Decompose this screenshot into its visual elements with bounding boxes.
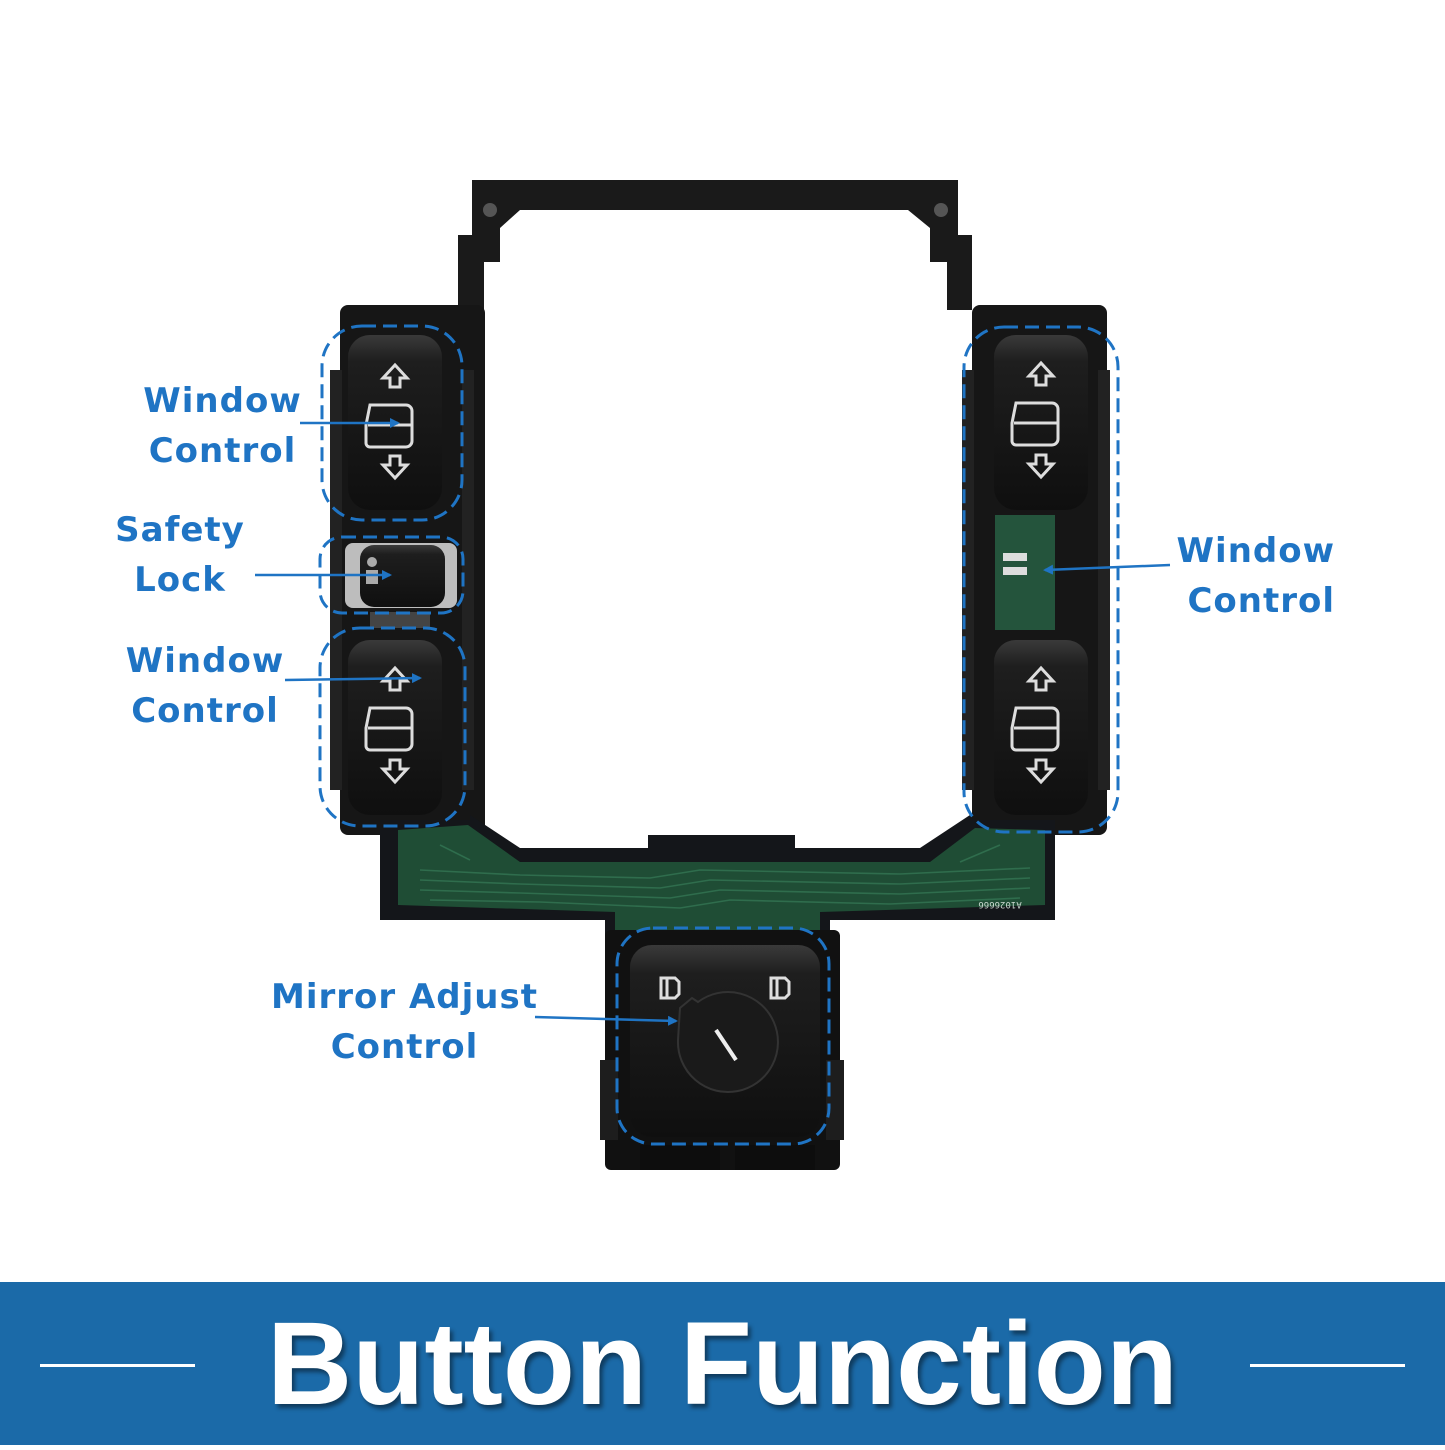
callout-line: Window (125, 641, 285, 681)
callout-line: Safety (115, 510, 245, 550)
arrow-down-icon (1025, 453, 1057, 480)
callout-line: Window (1176, 531, 1335, 571)
callout-window-control-left-top: Window Control (130, 376, 315, 476)
left-mirror-icon (659, 976, 681, 1000)
callout-line: Control (1187, 581, 1335, 621)
banner-rule-right (1250, 1364, 1405, 1367)
arrow-up-icon (1025, 360, 1057, 387)
callout-safety-lock: Safety Lock (100, 505, 260, 605)
callout-mirror-adjust: Mirror Adjust Control (262, 972, 547, 1072)
banner-rule-left (40, 1364, 195, 1367)
child-lock-icon (367, 557, 377, 567)
window-switch-left-rear[interactable] (348, 640, 442, 815)
callout-line: Window (143, 381, 302, 421)
callout-window-control-right: Window Control (1160, 526, 1335, 626)
arrow-up-icon (379, 362, 411, 389)
window-icon (1010, 401, 1060, 447)
callout-line: Mirror Adjust (271, 977, 538, 1017)
callout-line: Control (148, 431, 297, 471)
circuit-board: A1026666 (380, 815, 1055, 960)
mirror-adjust-switch[interactable] (630, 945, 820, 1137)
pcb-marking: A1026666 (978, 899, 1021, 909)
callout-arrows (255, 418, 1171, 1026)
arrow-up-icon (1025, 665, 1057, 692)
mounting-bracket (458, 180, 972, 330)
banner-title: Button Function (267, 1298, 1178, 1430)
callout-line: Control (131, 691, 279, 731)
callout-line: Control (330, 1027, 479, 1067)
safety-lock-switch[interactable] (345, 543, 457, 628)
window-switch-right-rear[interactable] (994, 640, 1088, 815)
callout-window-control-left-bottom: Window Control (110, 636, 300, 736)
selector-knob[interactable] (676, 991, 779, 1094)
arrow-up-icon (379, 665, 411, 692)
arrow-down-icon (379, 454, 411, 481)
callout-line: Lock (134, 560, 226, 600)
arrow-down-icon (1025, 758, 1057, 785)
window-icon (364, 706, 414, 752)
window-icon (1010, 706, 1060, 752)
arrow-down-icon (379, 758, 411, 785)
window-switch-right-front[interactable] (994, 335, 1088, 510)
title-banner: Button Function (0, 1282, 1445, 1445)
right-mirror-icon (769, 976, 791, 1000)
